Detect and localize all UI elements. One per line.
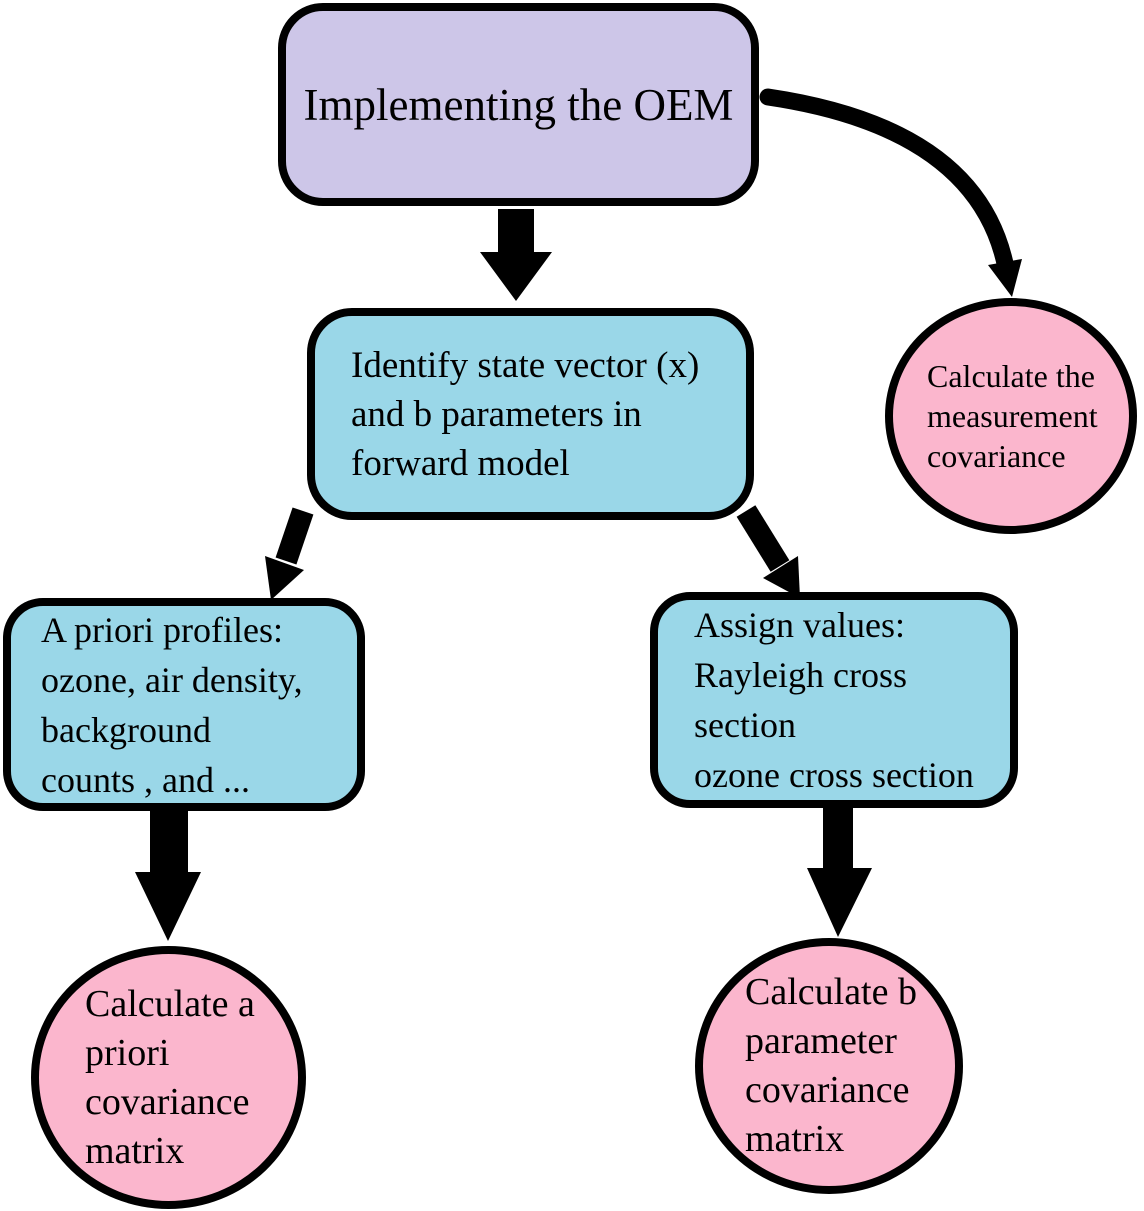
node-assign-line: Rayleigh cross [694,655,907,695]
arrow-identify-to-assign [736,505,800,598]
node-assign-line: ozone cross section [694,755,974,795]
node-assign-line: Assign values: [694,605,905,645]
arrow-assign-to-covariance [807,803,872,937]
node-identify-line: and b parameters in [351,393,642,435]
arrow-identify-to-apriori [265,507,314,600]
node-calculate-b-parameter-covariance-matrix: Calculate b parameter covariance matrix [695,938,963,1194]
arrow-oem-to-measurement-covariance [759,88,1022,297]
node-measurement-cov-line: measurement [927,398,1098,434]
node-identify-line: Identify state vector (x) [351,344,700,386]
node-implementing-oem-label: Implementing the OEM [303,79,734,130]
node-measurement-cov-line: covariance [927,438,1066,474]
node-assign-values: Assign values: Rayleigh cross section oz… [650,592,1018,808]
node-apriori-cov-line: priori [85,1031,170,1074]
node-calculate-measurement-covariance: Calculate the measurement covariance [885,298,1137,534]
node-apriori-line: ozone, air density, [41,659,303,700]
node-apriori-line: A priori profiles: [41,609,283,650]
node-bparam-cov-line: matrix [745,1118,845,1160]
node-a-priori-profiles: A priori profiles: ozone, air density, b… [3,598,365,811]
node-calculate-a-priori-covariance-matrix: Calculate a priori covariance matrix [31,946,306,1209]
node-apriori-line: counts , and ... [41,759,250,800]
arrow-apriori-to-covariance [135,808,201,941]
arrow-oem-to-identify [480,209,552,301]
node-apriori-cov-line: Calculate a [85,982,255,1025]
node-apriori-cov-line: matrix [85,1129,185,1172]
node-apriori-line: background [41,709,211,750]
node-identify-state-vector: Identify state vector (x) and b paramete… [307,308,754,520]
node-assign-line: section [694,705,796,745]
node-bparam-cov-line: Calculate b [745,971,917,1013]
node-apriori-cov-line: covariance [85,1080,250,1123]
node-bparam-cov-line: parameter [745,1020,897,1062]
node-bparam-cov-line: covariance [745,1069,910,1111]
node-identify-line: forward model [351,442,570,484]
node-implementing-oem: Implementing the OEM [278,3,759,206]
node-measurement-cov-line: Calculate the [927,358,1095,394]
